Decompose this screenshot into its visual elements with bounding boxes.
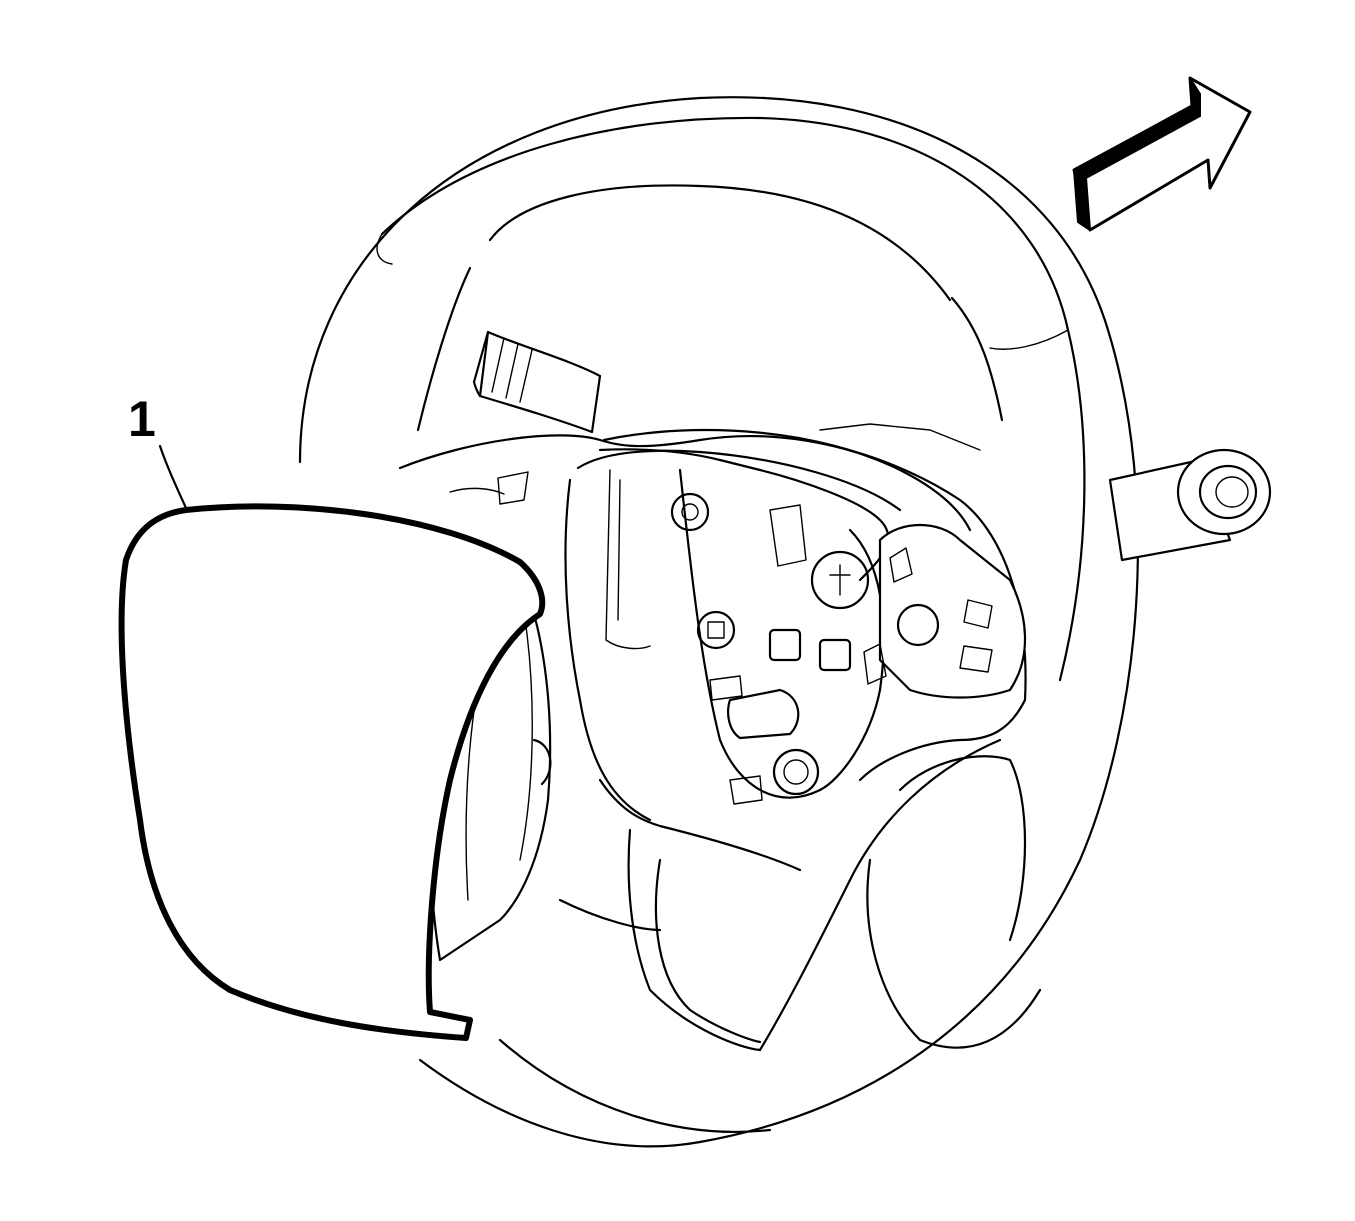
arrow-up-right-icon [1072,76,1252,232]
callout-leader-line [158,444,188,510]
airbag-module [118,503,552,1041]
wiper-lever [1108,448,1272,562]
steering-wheel-hub [398,428,1042,1052]
callout-label: 1 [128,391,156,447]
airbag-cavity [449,423,981,805]
turn-signal-lever [472,330,602,434]
steering-wheel-switch-bezel [863,523,1026,699]
